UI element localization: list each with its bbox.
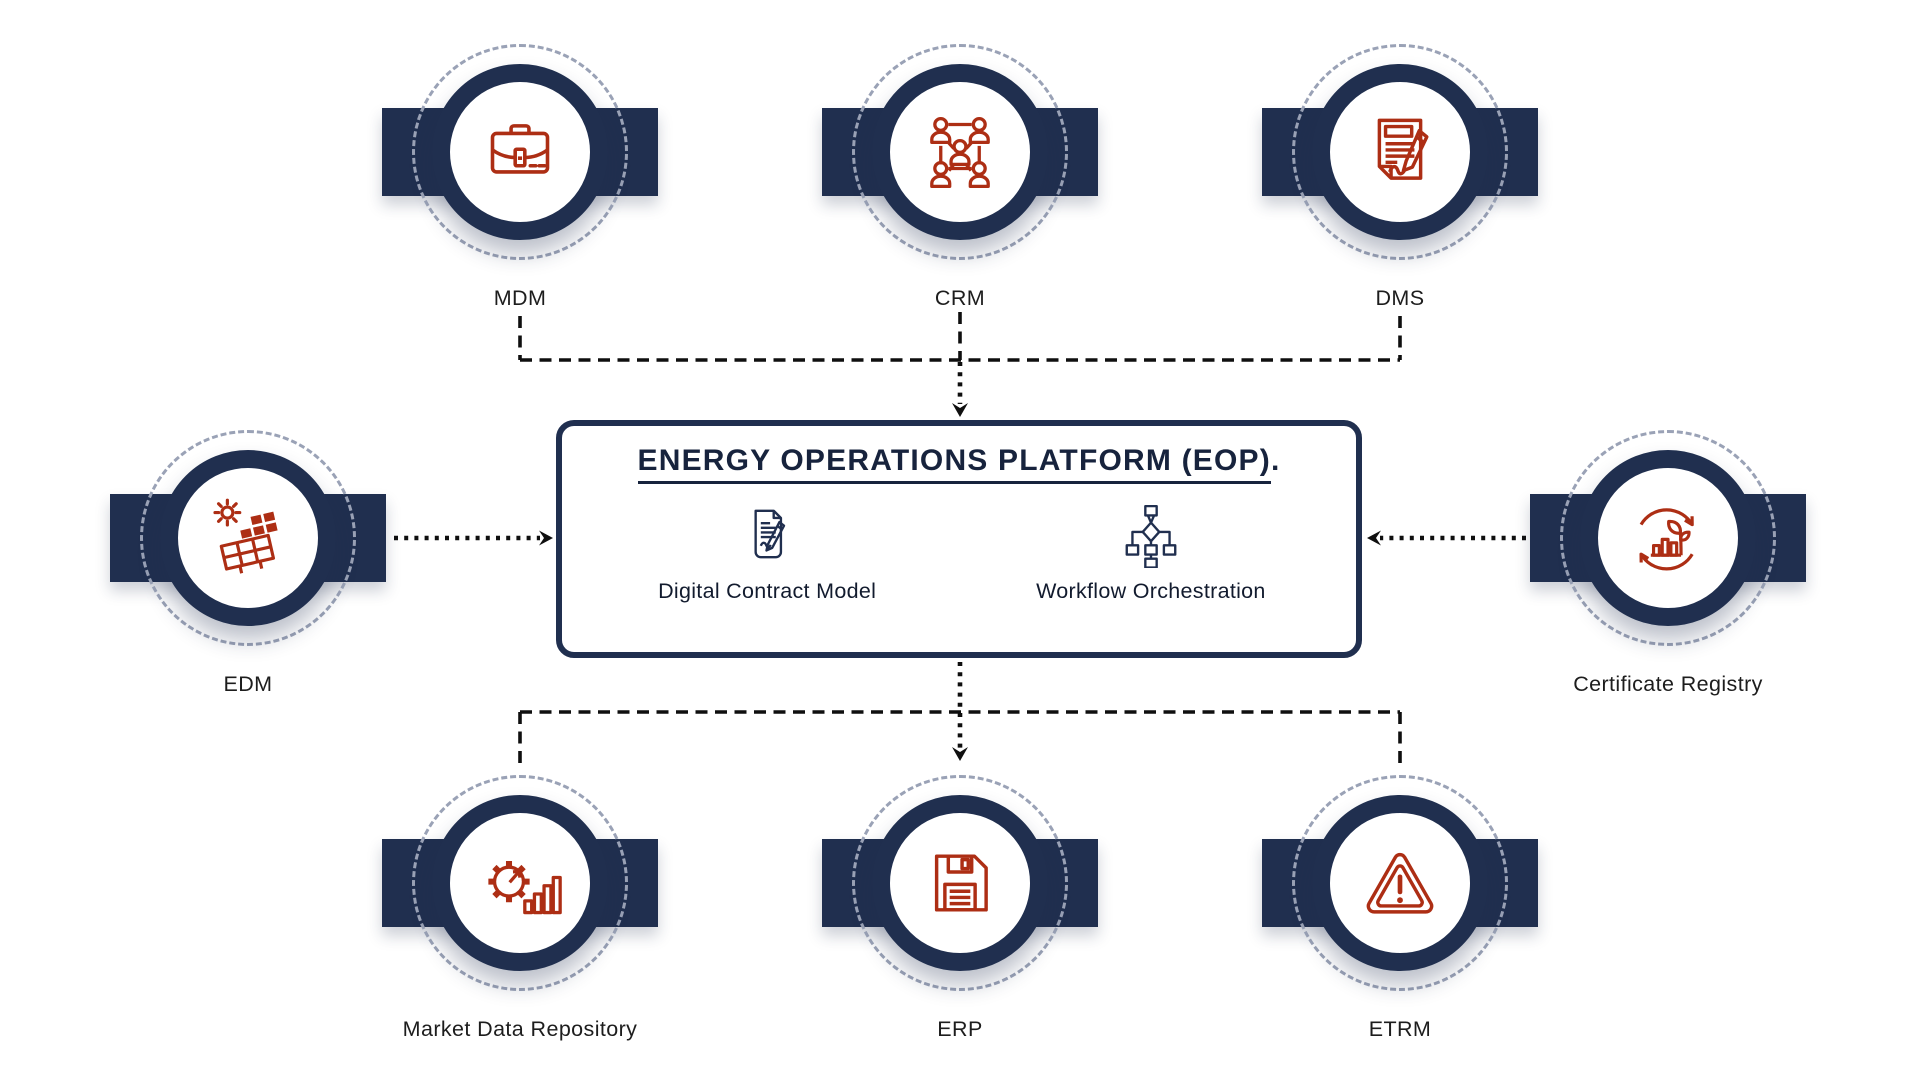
node-ring [1312, 64, 1488, 240]
node-label: Certificate Registry [1573, 672, 1763, 696]
node-edm: EDM [108, 430, 388, 696]
node-dashed-ring [1292, 775, 1508, 991]
node-erp: ERP [820, 775, 1100, 1041]
node-certificate-registry: Certificate Registry [1528, 430, 1808, 696]
node-ring [432, 795, 608, 971]
node-label: Market Data Repository [402, 1017, 638, 1041]
contract-signing-icon [754, 509, 786, 559]
node-label: ERP [937, 1017, 983, 1041]
node-ring [872, 64, 1048, 240]
eop-features: Digital Contract Model Workflow Orchestr… [562, 502, 1356, 604]
node-ring [432, 64, 608, 240]
arrowhead-into-eop-right [1367, 530, 1381, 546]
node-ring [160, 450, 336, 626]
node-label: ETRM [1368, 1017, 1432, 1041]
node-label: EDM [223, 672, 273, 696]
signed-document-icon [1377, 118, 1429, 180]
node-dashed-ring [1560, 430, 1776, 646]
floppy-disk-icon [934, 854, 988, 912]
feature-label: Workflow Orchestration [1036, 579, 1266, 603]
people-network-icon [930, 116, 990, 189]
node-dashed-ring [140, 430, 356, 646]
flowchart-icon [1125, 504, 1177, 569]
node-etrm: ETRM [1260, 775, 1540, 1041]
node-ring [1580, 450, 1756, 626]
node-label: MDM [493, 286, 547, 310]
node-dms: DMS [1260, 44, 1540, 310]
feature-workflow-orchestration: Workflow Orchestration [972, 502, 1329, 604]
eop-title-period: . [1270, 444, 1281, 477]
eop-title-text: ENERGY OPERATIONS PLATFORM (EOP) [637, 444, 1271, 484]
briefcase-icon [490, 124, 550, 174]
node-ring [872, 795, 1048, 971]
node-crm: CRM [820, 44, 1100, 310]
node-dashed-ring [412, 775, 628, 991]
arrowhead-into-eop-left [539, 530, 553, 546]
node-label: DMS [1375, 286, 1425, 310]
eop-title: ENERGY OPERATIONS PLATFORM (EOP). [562, 444, 1356, 484]
green-growth-cycle-icon [1639, 508, 1694, 571]
arrowhead-into-eop-top [952, 403, 968, 417]
feature-digital-contract-model: Digital Contract Model [588, 502, 945, 604]
node-dashed-ring [852, 44, 1068, 260]
node-mdm: MDM [380, 44, 660, 310]
gear-analytics-icon [488, 861, 562, 915]
solar-panel-icon [213, 498, 278, 574]
warning-triangle-icon [1366, 852, 1434, 914]
node-ring [1312, 795, 1488, 971]
node-market-data-repository: Market Data Repository [380, 775, 660, 1041]
node-dashed-ring [412, 44, 628, 260]
arrowhead-into-erp [952, 747, 968, 761]
node-label: CRM [934, 286, 986, 310]
feature-label: Digital Contract Model [658, 579, 877, 603]
node-dashed-ring [852, 775, 1068, 991]
node-dashed-ring [1292, 44, 1508, 260]
eop-platform-box: ENERGY OPERATIONS PLATFORM (EOP). Digita… [556, 420, 1362, 658]
